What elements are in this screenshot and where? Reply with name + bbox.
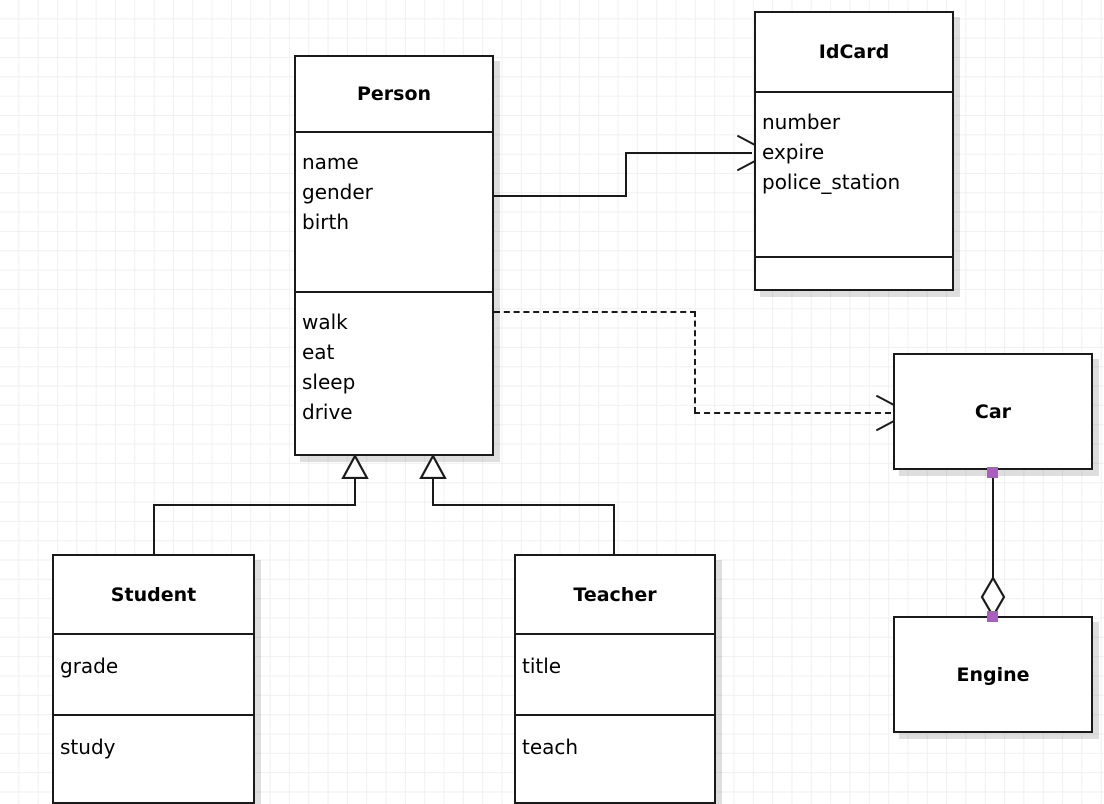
attribute-item: gender	[302, 180, 373, 204]
attribute-item: name	[302, 150, 359, 174]
association-person-idcard-segment-1[interactable]	[494, 195, 627, 197]
method-item: drive	[302, 400, 353, 424]
class-box-teacher[interactable]: Teacher title teach	[514, 554, 716, 804]
dependency-person-car-segment-3[interactable]	[694, 412, 891, 414]
generalization-student-segment-horizontal[interactable]	[153, 504, 356, 506]
attribute-item: number	[762, 110, 841, 134]
class-attributes-teacher: title	[516, 633, 714, 714]
class-methods-idcard	[756, 256, 952, 293]
generalization-student-segment-vertical-upper[interactable]	[354, 478, 356, 506]
class-name-student: Student	[110, 583, 197, 606]
class-box-student[interactable]: Student grade study	[52, 554, 255, 804]
method-item: study	[60, 735, 116, 759]
class-box-engine[interactable]: Engine	[893, 616, 1093, 733]
association-arrowhead-icon	[735, 142, 753, 164]
attribute-item: title	[522, 654, 562, 678]
class-box-car[interactable]: Car	[893, 353, 1093, 470]
attribute-item: birth	[302, 210, 349, 234]
dependency-person-car-segment-1[interactable]	[494, 311, 696, 313]
generalization-teacher-segment-vertical-upper[interactable]	[432, 478, 434, 506]
connection-handle-engine[interactable]	[987, 611, 998, 622]
class-methods-student: study	[54, 714, 253, 804]
class-name-car: Car	[974, 400, 1012, 423]
generalization-student-segment-vertical-lower[interactable]	[153, 504, 155, 554]
attribute-item: police_station	[762, 170, 901, 194]
association-person-idcard-segment-2[interactable]	[625, 152, 627, 197]
class-box-person[interactable]: Person name gender birth walk eat sleep …	[294, 55, 494, 456]
dependency-arrowhead-icon	[874, 402, 892, 424]
class-attributes-idcard: number expire police_station	[756, 91, 952, 256]
dependency-person-car-segment-2[interactable]	[694, 311, 696, 413]
method-item: eat	[302, 340, 335, 364]
method-item: teach	[522, 735, 579, 759]
class-name-teacher: Teacher	[573, 583, 657, 606]
connection-handle-car[interactable]	[987, 467, 998, 478]
generalization-triangle-student-icon	[341, 455, 369, 479]
class-name-idcard: IdCard	[818, 41, 890, 63]
generalization-teacher-segment-horizontal[interactable]	[432, 504, 615, 506]
method-item: walk	[302, 310, 348, 334]
generalization-triangle-teacher-icon	[419, 455, 447, 479]
class-name-engine: Engine	[956, 663, 1030, 686]
class-attributes-person: name gender birth	[296, 131, 492, 291]
class-name-person: Person	[356, 83, 432, 105]
class-methods-teacher: teach	[516, 714, 714, 804]
class-box-idcard[interactable]: IdCard number expire police_station	[754, 11, 954, 291]
aggregation-car-engine-line[interactable]	[992, 470, 994, 582]
attribute-item: expire	[762, 140, 825, 164]
association-person-idcard-segment-3[interactable]	[625, 152, 752, 154]
method-item: sleep	[302, 370, 356, 394]
attribute-item: grade	[60, 654, 119, 678]
class-methods-person: walk eat sleep drive	[296, 291, 492, 454]
generalization-teacher-segment-vertical-lower[interactable]	[613, 504, 615, 554]
class-attributes-student: grade	[54, 633, 253, 714]
